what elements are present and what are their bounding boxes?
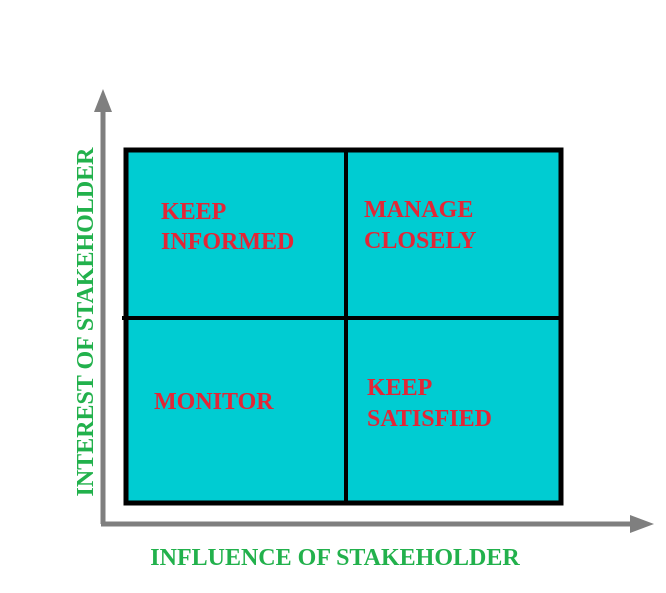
top-left-label-line2: INFORMED: [161, 229, 294, 255]
top-left-label-line1: KEEP: [161, 199, 226, 225]
quadrant-bottom-left: MONITOR: [154, 389, 274, 415]
bottom-right-label-line2: SATISFIED: [367, 406, 492, 432]
y-axis-label: INTEREST OF STAKEHOLDER: [73, 147, 99, 497]
quadrant-grid: [122, 147, 564, 506]
bottom-left-label-line1: MONITOR: [154, 389, 274, 415]
x-axis-label: INFLUENCE OF STAKEHOLDER: [150, 545, 520, 571]
top-right-label-line2: CLOSELY: [364, 228, 477, 254]
top-right-label-line1: MANAGE: [364, 197, 473, 223]
quadrant-top-left: KEEP INFORMED: [161, 199, 294, 255]
quadrant-top-right: MANAGE CLOSELY: [364, 197, 477, 254]
quadrant-bottom-right: KEEP SATISFIED: [367, 375, 492, 432]
y-axis-arrow-icon: [94, 89, 112, 112]
x-axis-arrow-icon: [630, 515, 654, 533]
quadrant-box: [123, 147, 564, 506]
axes: [94, 89, 654, 533]
bottom-right-label-line1: KEEP: [367, 375, 432, 401]
